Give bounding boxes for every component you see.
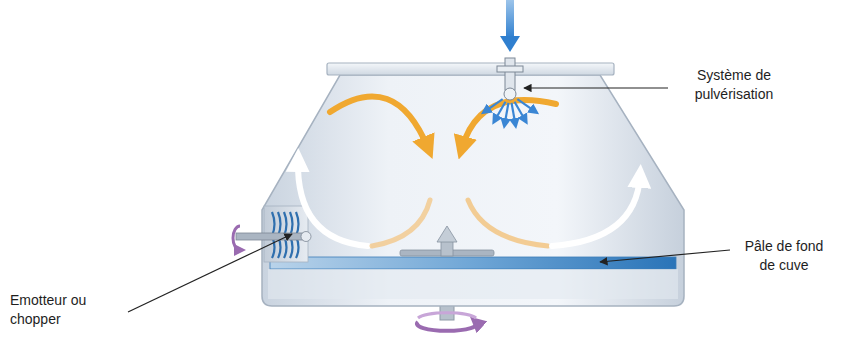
flow-arrow bbox=[372, 200, 430, 246]
callout-label: Système de pulvérisation bbox=[672, 66, 796, 104]
spray-pipe bbox=[505, 58, 515, 90]
rotation-arrow bbox=[417, 322, 477, 331]
leader-line bbox=[128, 234, 292, 312]
spray-jet bbox=[485, 99, 502, 111]
leader-line bbox=[524, 87, 668, 88]
spray-nozzle bbox=[504, 88, 516, 100]
chopper-tip bbox=[301, 232, 311, 242]
vessel-base bbox=[268, 269, 678, 299]
vessel-lid bbox=[327, 63, 614, 75]
flow-arrow bbox=[298, 160, 368, 246]
rotation-arrow bbox=[233, 226, 240, 250]
flow-arrow bbox=[462, 100, 556, 148]
spray-jet bbox=[515, 102, 526, 120]
spray-system bbox=[485, 0, 534, 124]
feed-arrow bbox=[506, 0, 514, 38]
chopper bbox=[233, 206, 311, 262]
callout-label: Emotteur ou chopper bbox=[10, 291, 110, 329]
leader-lines bbox=[128, 88, 730, 312]
chopper-shaft bbox=[236, 233, 308, 240]
spray-flange bbox=[497, 66, 523, 72]
bottom-blade bbox=[270, 257, 676, 269]
vessel-body bbox=[262, 75, 684, 306]
callout-label: Pâle de fond de cuve bbox=[736, 237, 832, 275]
flow-arrows bbox=[298, 96, 640, 246]
flow-arrow bbox=[552, 176, 640, 246]
flow-arrow bbox=[330, 96, 428, 148]
spray-jet bbox=[505, 103, 509, 124]
flow-arrow bbox=[468, 200, 548, 246]
feed-arrowhead bbox=[500, 36, 520, 52]
spray-jet bbox=[512, 103, 516, 124]
spray-jets bbox=[485, 99, 534, 123]
impeller-cone bbox=[437, 226, 457, 242]
leader-line bbox=[600, 250, 730, 262]
rotation-arrow bbox=[418, 313, 476, 318]
